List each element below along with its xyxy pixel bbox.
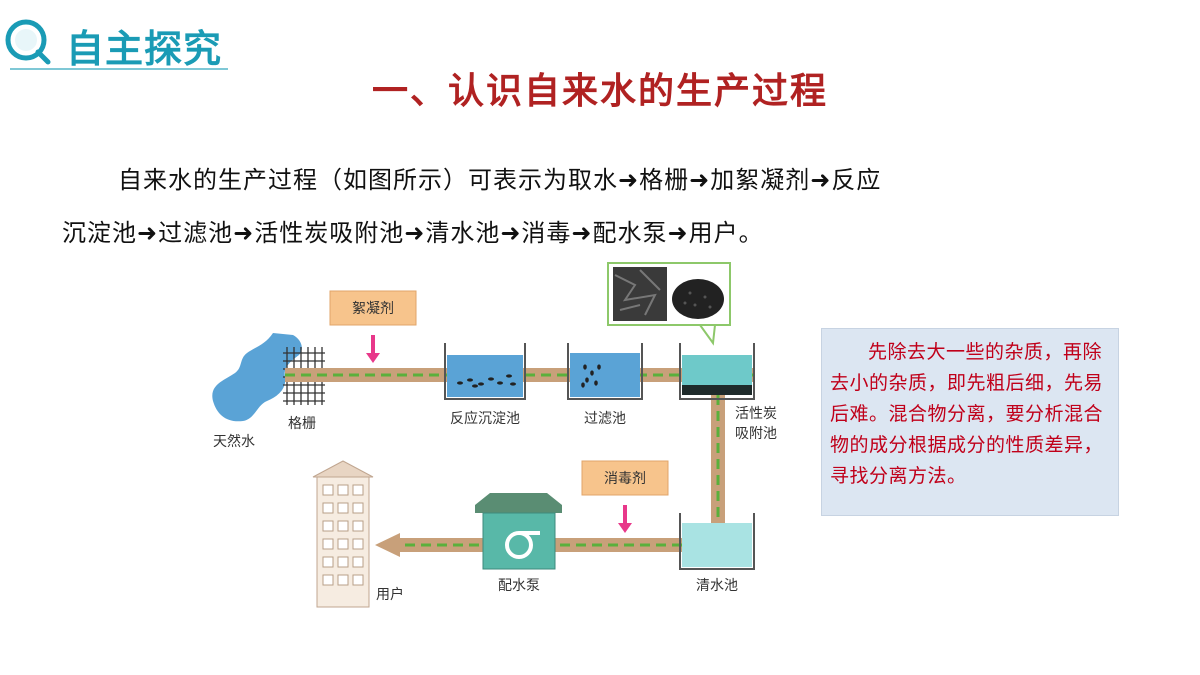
pump-house xyxy=(475,493,562,570)
disinfectant-label: 消毒剂 xyxy=(604,471,646,487)
carbon-tank-label-2: 吸附池 xyxy=(735,426,777,442)
user-building xyxy=(312,460,374,608)
carbon-photo xyxy=(607,262,731,346)
paragraph-line-1: 自来水的生产过程（如图所示）可表示为取水➜格栅➜加絮凝剂➜反应 xyxy=(118,166,882,194)
lake-shape xyxy=(212,333,302,422)
disinfectant-box xyxy=(581,460,669,496)
flocculant-label: 絮凝剂 xyxy=(352,300,394,317)
clear-water-tank xyxy=(679,513,755,570)
pump-label: 配水泵 xyxy=(498,578,540,594)
clear-water-tank-label: 清水池 xyxy=(696,578,738,594)
carbon-tank-label-1: 活性炭 xyxy=(735,406,777,422)
header-underline xyxy=(10,68,228,70)
reaction-tank xyxy=(444,343,526,400)
paragraph-line-2: 沉淀池➜过滤池➜活性炭吸附池➜清水池➜消毒➜配水泵➜用户。 xyxy=(62,219,764,247)
note-text: 先除去大一些的杂质，再除去小的杂质，即先粗后细，先易后难。混合物分离，要分析混合… xyxy=(830,341,1104,487)
flocculant-box xyxy=(329,290,417,326)
page-title: 一、认识自来水的生产过程 xyxy=(371,70,828,112)
user-label: 用户 xyxy=(376,586,404,603)
grille-label: 格栅 xyxy=(288,416,316,432)
filter-tank-label: 过滤池 xyxy=(584,411,626,427)
flow-arrow-to-user xyxy=(375,533,400,557)
note-box: 先除去大一些的杂质，再除去小的杂质，即先粗后细，先易后难。混合物分离，要分析混合… xyxy=(821,328,1119,516)
natural-water-label: 天然水 xyxy=(213,433,255,450)
section-header-title: 自主探究 xyxy=(66,26,223,71)
water-treatment-diagram: 絮凝剂 反应沉淀池 过滤池 xyxy=(212,262,777,608)
carbon-tank xyxy=(679,343,755,400)
reaction-tank-label: 反应沉淀池 xyxy=(450,410,520,427)
filter-tank xyxy=(567,343,643,400)
magnifier-icon xyxy=(5,19,51,65)
